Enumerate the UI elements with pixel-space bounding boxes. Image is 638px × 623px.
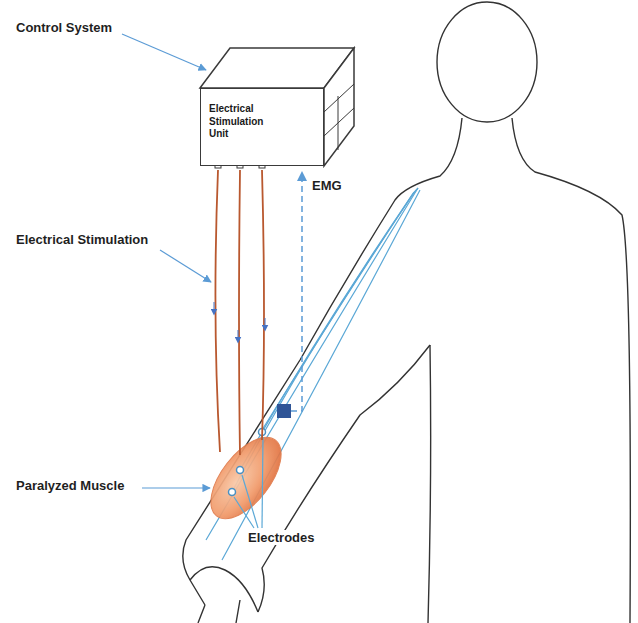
leader-line	[242, 475, 258, 528]
callout-arrows	[122, 34, 211, 488]
head	[437, 2, 537, 122]
leader-line	[234, 497, 254, 528]
signal-label: EMG	[310, 178, 344, 193]
callout-label: Electrodes	[246, 530, 316, 545]
wire-arrow	[265, 318, 266, 328]
electrodes	[229, 429, 266, 496]
callout-arrow	[142, 487, 210, 488]
wire-arrows	[214, 302, 265, 340]
wire	[215, 170, 220, 452]
wire	[262, 170, 264, 440]
nerve-line	[412, 188, 418, 195]
fingers	[198, 600, 240, 623]
signal-lines	[206, 188, 420, 560]
hand	[190, 567, 258, 612]
control-unit-housing	[200, 48, 354, 166]
arm-inner	[258, 345, 430, 612]
callout-label: Control System	[14, 20, 114, 35]
emg-signal-line	[291, 172, 302, 411]
callout-arrow	[122, 34, 206, 70]
torso-right	[512, 118, 630, 623]
callout-label: Electrical Stimulation	[14, 232, 150, 247]
unit-label: Electrical Stimulation Unit	[209, 103, 283, 141]
paralyzed-muscle	[198, 425, 295, 530]
leader-line	[262, 437, 263, 528]
electrode	[237, 467, 244, 474]
wire	[239, 170, 240, 455]
housing-side	[324, 48, 354, 166]
electrode	[229, 489, 236, 496]
body-outline	[183, 2, 631, 623]
wire-arrow	[238, 330, 239, 340]
housing-slots	[324, 84, 354, 150]
torso-left	[428, 345, 431, 623]
emg-sensor	[277, 404, 291, 418]
stimulation-wires	[215, 170, 264, 455]
wire-arrow	[214, 302, 215, 312]
callout-arrow	[160, 250, 211, 282]
electrode-leaders	[234, 437, 263, 528]
control-unit-box: Electrical Stimulation Unit	[200, 88, 324, 166]
callout-label: Paralyzed Muscle	[14, 478, 126, 493]
left-contour	[183, 118, 462, 605]
